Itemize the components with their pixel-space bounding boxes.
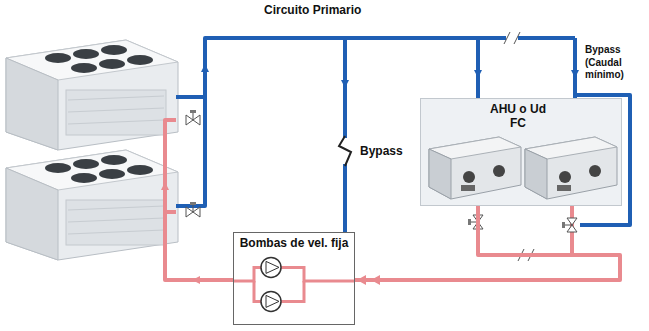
pump-box: Bombas de vel. fija <box>233 232 355 325</box>
node-text: AHU o Ud FC <box>487 102 549 131</box>
return-pipe <box>355 206 620 285</box>
bypass-label: Bypass <box>358 144 405 158</box>
circuit-label: Circuito Primario <box>262 3 363 17</box>
terminal-unit-panel: AHU o Ud FC <box>420 98 622 206</box>
bypass-min-flow-label: Bypass (Caudal mínimo) <box>583 44 643 82</box>
node-text: Bombas de vel. fija <box>238 236 350 250</box>
